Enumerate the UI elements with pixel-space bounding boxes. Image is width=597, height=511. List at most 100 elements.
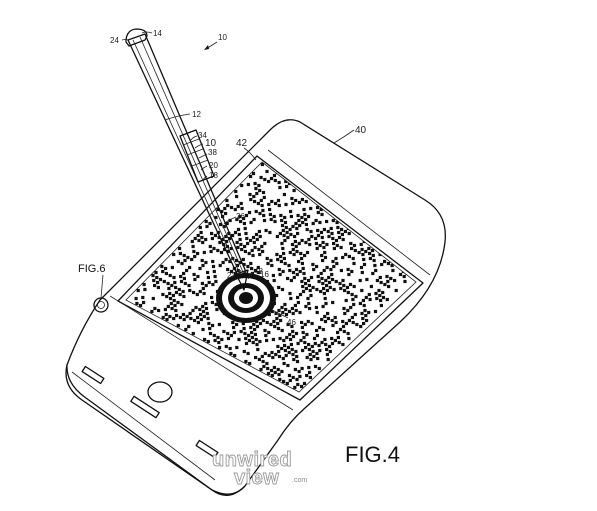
pattern-dot — [323, 319, 328, 324]
pattern-dot — [311, 221, 315, 226]
pattern-dot — [184, 327, 188, 332]
pattern-dot — [336, 207, 340, 212]
pattern-dot — [289, 232, 293, 237]
pattern-dot — [381, 295, 386, 300]
pattern-dot — [314, 218, 318, 223]
pattern-dot — [180, 261, 184, 266]
pattern-dot — [323, 250, 327, 255]
pattern-dot — [165, 294, 169, 299]
pattern-dot — [303, 212, 307, 217]
pattern-dot — [315, 333, 319, 338]
pattern-dot — [420, 252, 423, 255]
pattern-dot — [379, 298, 383, 303]
pattern-dot — [361, 316, 365, 321]
pattern-dot — [332, 241, 336, 246]
pattern-dot — [237, 232, 241, 237]
pattern-dot — [203, 337, 207, 342]
pattern-dot — [332, 246, 336, 251]
pattern-dot — [262, 195, 266, 200]
pattern-dot — [248, 192, 252, 197]
pattern-dot — [304, 217, 308, 222]
pattern-dot — [281, 269, 285, 274]
pattern-dot — [304, 304, 308, 309]
pattern-dot — [329, 226, 333, 231]
pattern-dot — [291, 247, 295, 252]
pattern-dot — [315, 205, 320, 210]
pattern-dot — [210, 295, 214, 300]
pattern-dot — [168, 314, 172, 319]
pattern-dot — [206, 275, 210, 280]
pattern-dot — [293, 367, 297, 372]
pattern-dot — [320, 276, 324, 281]
pattern-dot — [262, 218, 267, 223]
pattern-dot — [310, 234, 314, 239]
pattern-dot — [344, 252, 348, 257]
pattern-dot — [304, 286, 308, 291]
pattern-dot — [348, 282, 353, 287]
pattern-dot — [265, 169, 269, 174]
pattern-dot — [368, 251, 372, 256]
pattern-dot — [269, 176, 274, 181]
pattern-dot — [255, 319, 259, 324]
pattern-dot — [192, 272, 196, 277]
pattern-dot — [392, 255, 396, 260]
pattern-dot — [270, 373, 274, 378]
pattern-dot — [371, 253, 375, 258]
pattern-dot — [347, 318, 351, 323]
pattern-dot — [211, 282, 215, 287]
pattern-dot — [311, 349, 315, 354]
pattern-dot — [318, 243, 322, 248]
pattern-dot — [341, 319, 345, 324]
pattern-dot — [295, 359, 300, 364]
pattern-dot — [201, 263, 205, 268]
pattern-dot — [266, 371, 271, 376]
pattern-dot — [283, 215, 287, 220]
pattern-dot — [178, 292, 182, 297]
pattern-dot — [153, 306, 157, 311]
pattern-dot — [355, 322, 359, 327]
pattern-dot — [235, 240, 239, 245]
pattern-dot — [334, 279, 338, 284]
pattern-dot — [417, 260, 420, 263]
pattern-dot — [172, 316, 176, 321]
pattern-dot — [291, 224, 295, 229]
pattern-dot — [315, 351, 319, 356]
pattern-dot — [286, 363, 290, 368]
pattern-dot — [288, 268, 292, 273]
pattern-dot — [378, 293, 382, 298]
pattern-dot — [316, 356, 320, 361]
pattern-dot — [287, 350, 291, 355]
pattern-dot — [168, 291, 172, 296]
pattern-dot — [275, 234, 279, 239]
pattern-dot — [286, 235, 290, 240]
ref-40: 40 — [355, 125, 367, 136]
pattern-dot — [308, 370, 312, 375]
pattern-dot — [200, 281, 204, 286]
pattern-dot — [334, 256, 338, 261]
pattern-dot — [360, 288, 364, 293]
pattern-dot — [290, 347, 294, 352]
pattern-dot — [312, 354, 316, 359]
pattern-dot — [273, 178, 277, 183]
pattern-dot — [362, 303, 366, 308]
pattern-dot — [187, 324, 191, 329]
pattern-dot — [243, 331, 247, 336]
pattern-dot — [282, 251, 286, 256]
pattern-dot — [280, 223, 285, 228]
pattern-dot — [261, 208, 265, 213]
pattern-dot — [345, 285, 350, 290]
pattern-dot — [226, 249, 230, 254]
pattern-dot — [173, 303, 177, 308]
pattern-dot — [290, 196, 294, 201]
pattern-dot — [278, 231, 282, 236]
pattern-dot — [359, 324, 363, 329]
ref-16: 16 — [260, 270, 269, 279]
stylus — [125, 28, 249, 291]
pattern-dot — [375, 296, 379, 301]
pattern-dot — [197, 238, 201, 243]
watermark-line1: unwired — [212, 449, 292, 471]
pattern-dot — [196, 233, 200, 238]
pattern-dot — [318, 348, 322, 353]
pattern-dot — [253, 327, 257, 332]
pattern-dot — [254, 232, 259, 237]
